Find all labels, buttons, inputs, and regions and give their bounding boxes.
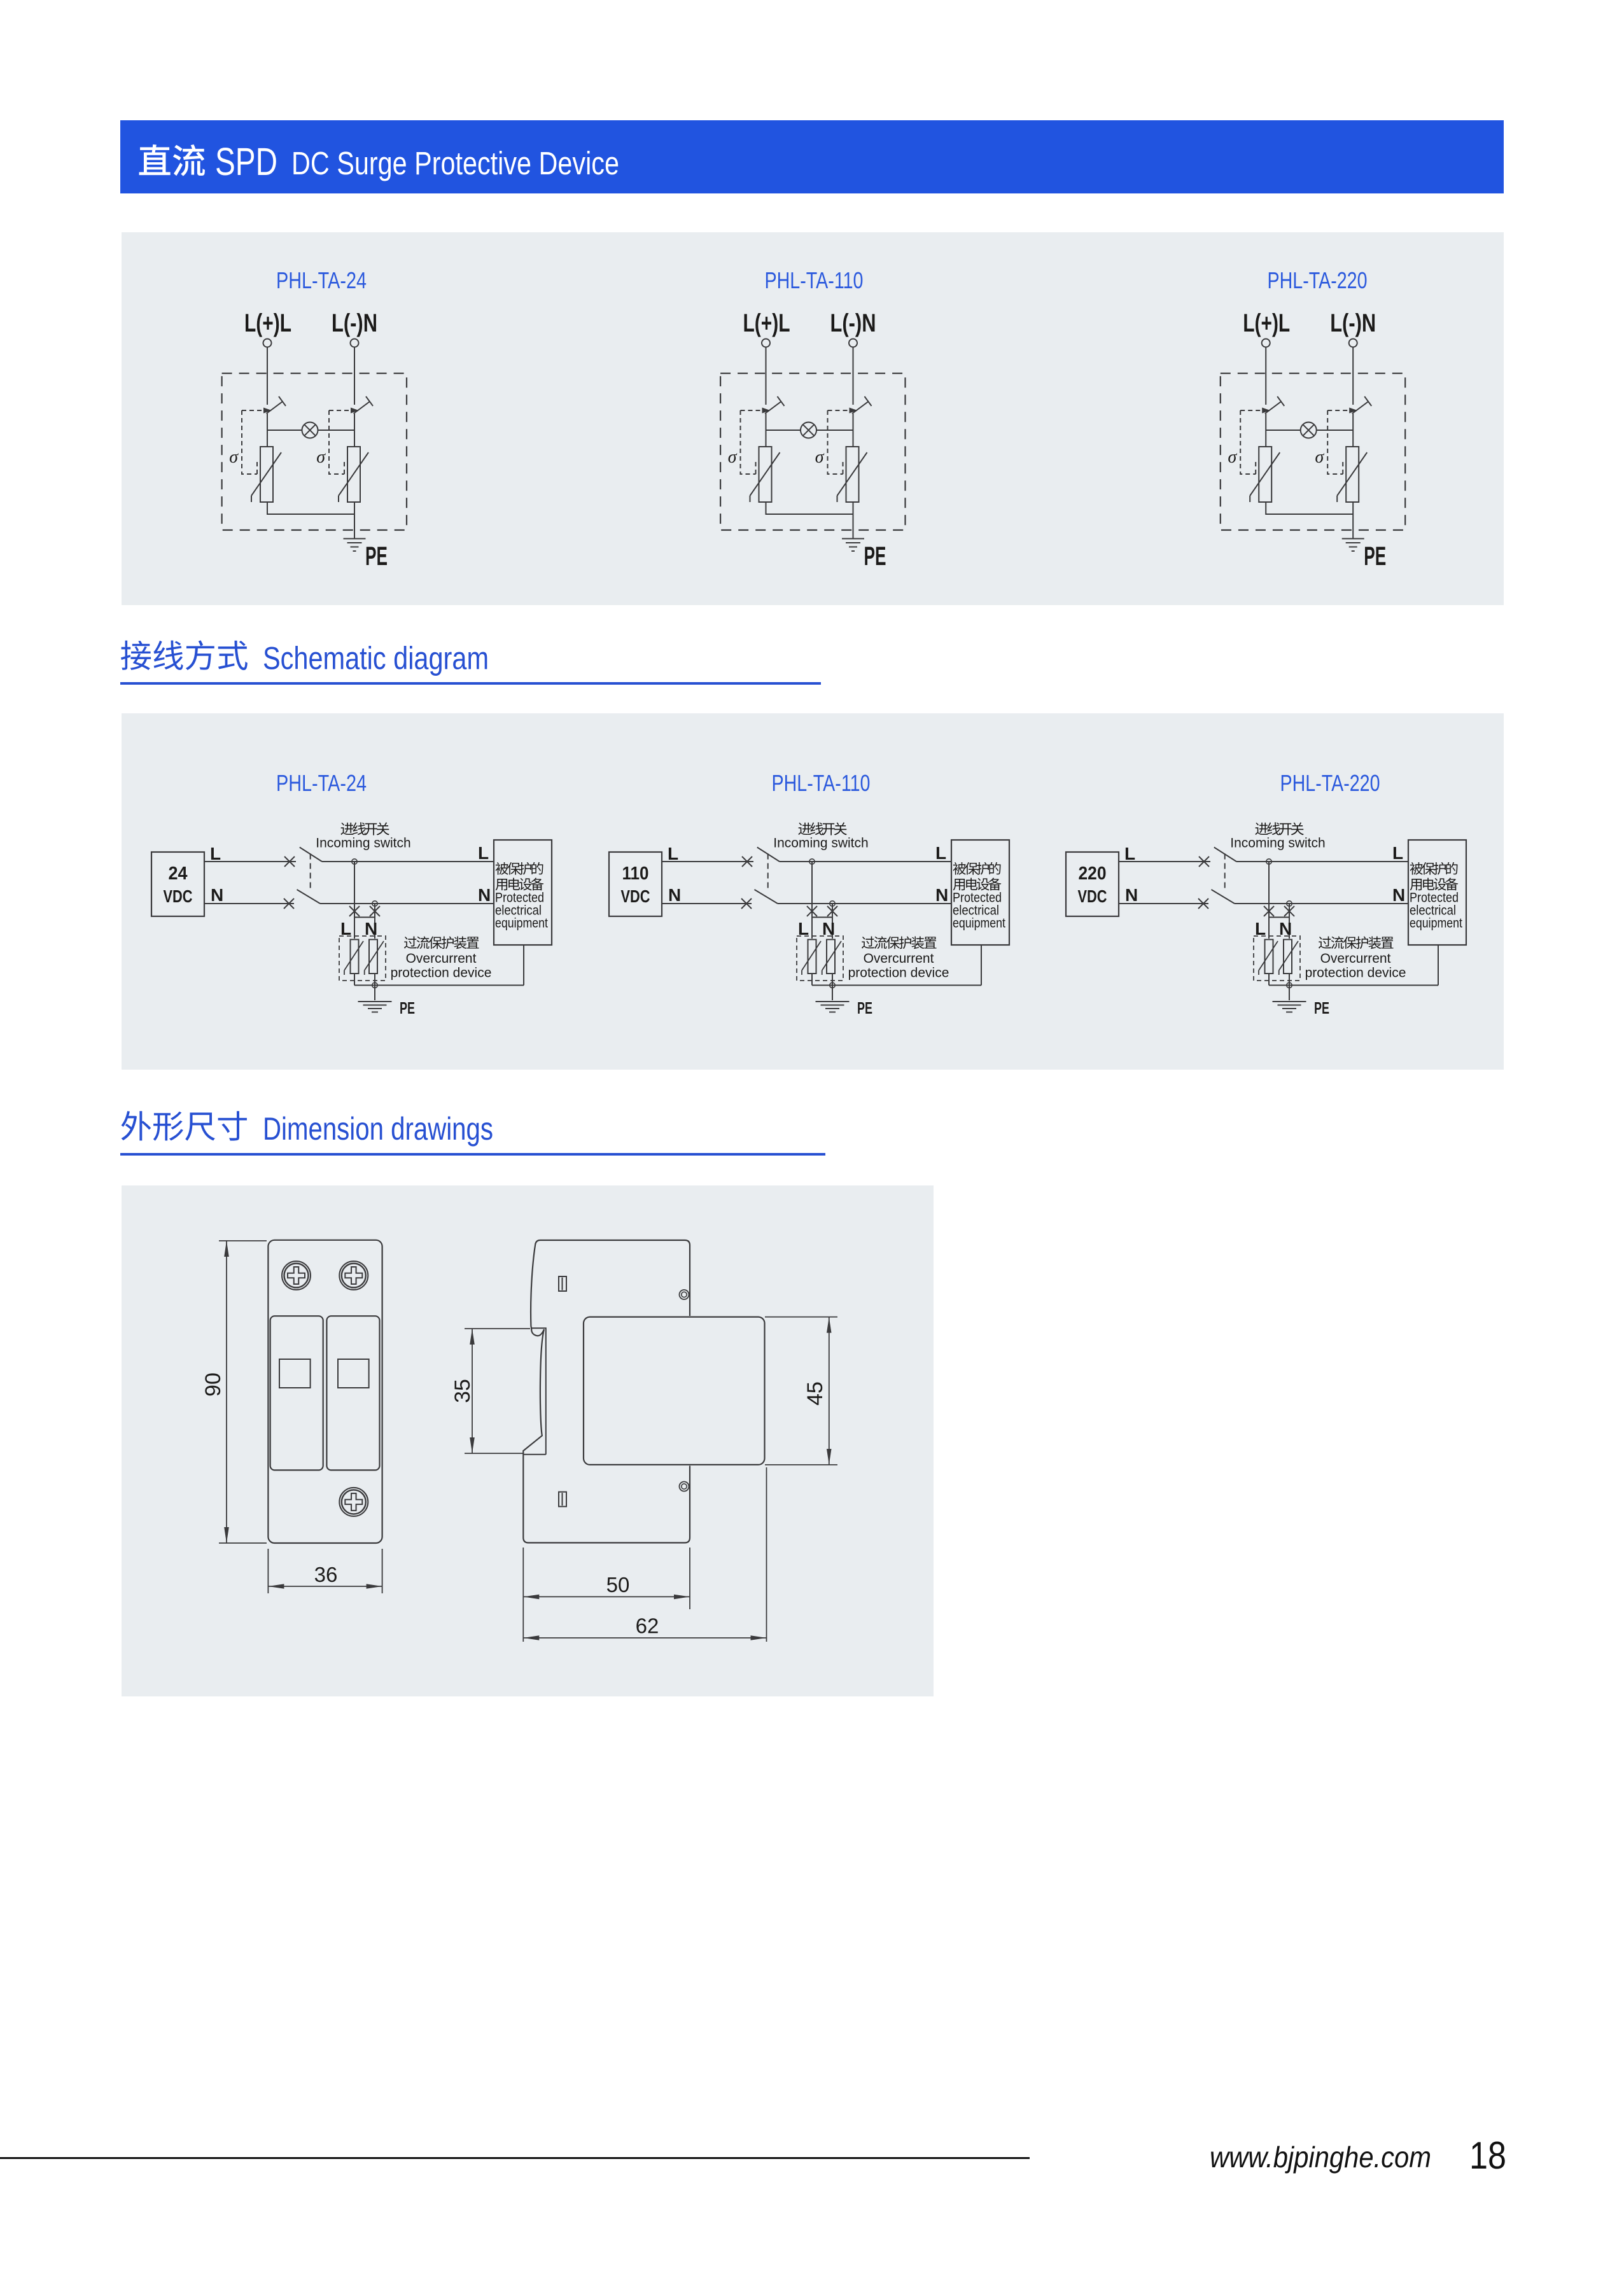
svg-text:Dimension drawings: Dimension drawings — [263, 1111, 493, 1147]
svg-text:36: 36 — [314, 1563, 338, 1586]
svg-text:24: 24 — [169, 863, 188, 884]
svg-text:110: 110 — [622, 863, 649, 884]
svg-text:PHL-TA-220: PHL-TA-220 — [1280, 770, 1380, 796]
svg-text:VDC: VDC — [164, 886, 193, 906]
svg-text:PHL-TA-24: PHL-TA-24 — [276, 267, 367, 293]
svg-text:62: 62 — [636, 1614, 659, 1638]
svg-text:35: 35 — [451, 1379, 475, 1403]
svg-text:50: 50 — [606, 1573, 630, 1597]
svg-text:PHL-TA-110: PHL-TA-110 — [772, 770, 871, 796]
svg-text:18: 18 — [1469, 2134, 1506, 2177]
svg-text:DC Surge Protective Device: DC Surge Protective Device — [291, 145, 619, 181]
svg-text:220: 220 — [1079, 863, 1107, 884]
svg-text:PHL-TA-220: PHL-TA-220 — [1268, 267, 1368, 293]
svg-text:VDC: VDC — [1078, 886, 1107, 906]
svg-text:90: 90 — [201, 1373, 225, 1397]
svg-text:Schematic diagram: Schematic diagram — [263, 641, 489, 676]
svg-text:45: 45 — [803, 1381, 827, 1406]
svg-text:PHL-TA-110: PHL-TA-110 — [765, 267, 864, 293]
svg-text:VDC: VDC — [621, 886, 650, 906]
svg-text:PHL-TA-24: PHL-TA-24 — [276, 770, 367, 796]
svg-text:www.bjpinghe.com: www.bjpinghe.com — [1210, 2141, 1431, 2174]
svg-text:SPD: SPD — [215, 140, 277, 183]
